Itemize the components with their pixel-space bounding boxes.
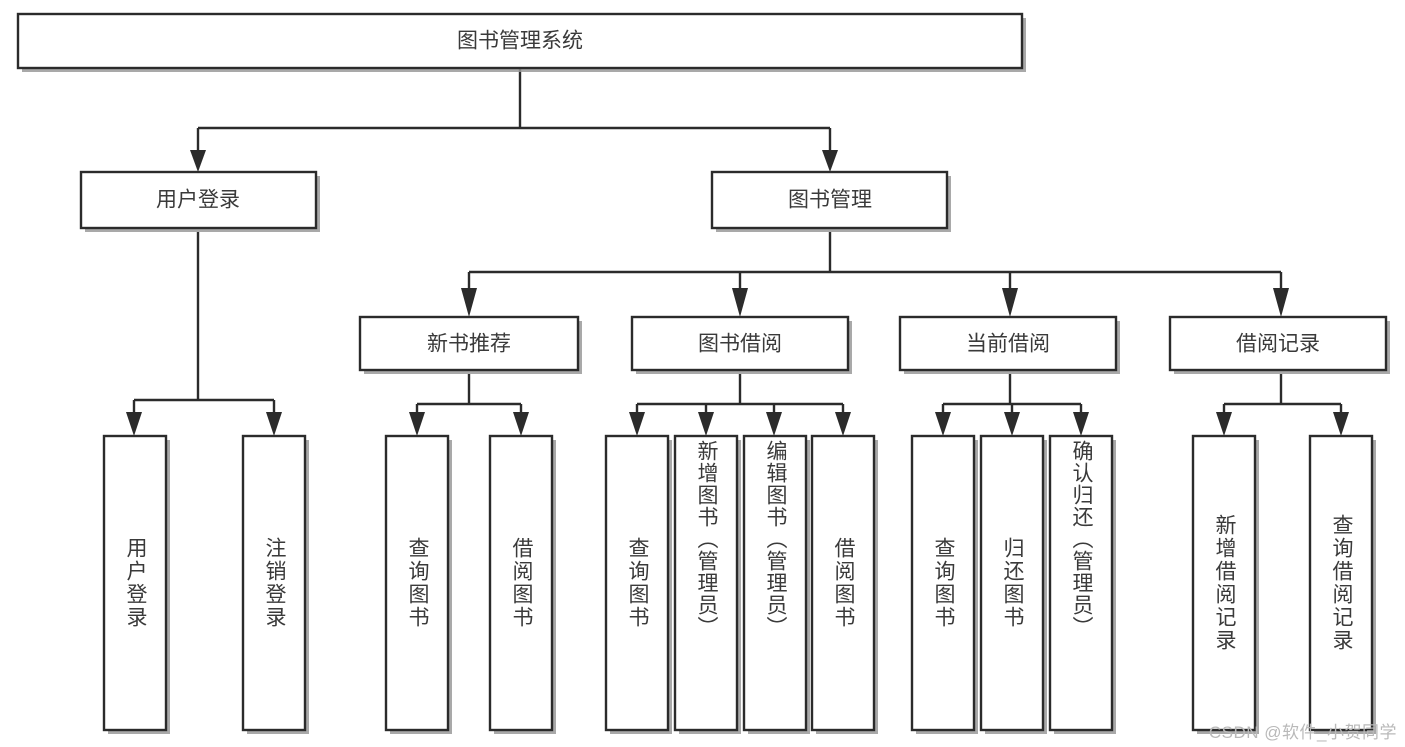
leaf-book-borrow-2[interactable]: 新增图书（管理员） [673,434,741,734]
leaf-borrow-record-1-box[interactable] [1191,434,1257,732]
node-new-book-recommend[interactable]: 新书推荐 [358,315,582,374]
arrowhead-book-borrow [732,288,748,317]
node-borrow-record-box[interactable] [1168,315,1388,372]
leaf-book-borrow-3-box[interactable] [742,434,808,732]
node-new-book-recommend-box[interactable] [358,315,580,372]
leaf-book-borrow-4-label: 借阅图书 [832,537,855,629]
arrowhead-currentborrow-leaf-1 [935,412,951,436]
arrowhead-borrowrecord-leaf-1 [1216,412,1232,436]
leaf-current-borrow-3-text-wrap: 确认归还（管理员） [1070,440,1093,638]
leaf-book-borrow-2-text-wrap: 新增图书（管理员） [695,440,718,638]
leaf-user-login-1[interactable]: 用户登录 [102,434,170,734]
node-book-borrow[interactable]: 图书借阅 [630,315,852,374]
arrowhead-newbook-leaf-2 [513,412,529,436]
leaf-current-borrow-2-box[interactable] [979,434,1045,732]
arrowhead-new-book-recommend [461,288,477,317]
leaf-current-borrow-3-box[interactable] [1048,434,1114,732]
connector-layer [126,68,1349,436]
node-root[interactable]: 图书管理系统 [16,12,1026,72]
arrowhead-book-manage [822,150,838,172]
node-current-borrow-label: 当前借阅 [966,333,1050,356]
leaf-book-borrow-3-label: 编辑图书（管理员） [764,440,787,638]
leaf-user-login-1-text-wrap: 用户登录 [124,537,147,629]
node-book-manage[interactable]: 图书管理 [710,170,951,232]
node-book-borrow-box[interactable] [630,315,850,372]
leaf-book-borrow-1-text-wrap: 查询图书 [626,537,649,629]
leaf-current-borrow-2-text-wrap: 归还图书 [1001,537,1024,629]
leaf-current-borrow-1[interactable]: 查询图书 [910,434,978,734]
arrowhead-bookborrow-leaf-1 [629,412,645,436]
leaf-borrow-record-2[interactable]: 查询借阅记录 [1308,434,1376,734]
node-user-login[interactable]: 用户登录 [79,170,320,232]
leaf-user-login-2-box[interactable] [241,434,307,732]
leaf-user-login-1-box[interactable] [102,434,168,732]
arrowhead-currentborrow-leaf-2 [1004,412,1020,436]
leaf-new-book-1-text-wrap: 查询图书 [406,537,429,629]
leaf-borrow-record-2-text-wrap: 查询借阅记录 [1330,514,1353,652]
arrowhead-newbook-leaf-1 [409,412,425,436]
leaf-borrow-record-1[interactable]: 新增借阅记录 [1191,434,1259,734]
leaf-book-borrow-4-box[interactable] [810,434,876,732]
leaf-new-book-1[interactable]: 查询图书 [384,434,452,734]
leaf-borrow-record-1-label: 新增借阅记录 [1213,514,1236,652]
leaf-new-book-2-text-wrap: 借阅图书 [510,537,533,629]
leaf-current-borrow-2-label: 归还图书 [1001,537,1024,629]
leaf-new-book-1-box[interactable] [384,434,450,732]
leaf-current-borrow-1-text-wrap: 查询图书 [932,537,955,629]
leaf-borrow-record-2-label: 查询借阅记录 [1330,514,1353,652]
node-root-label: 图书管理系统 [457,30,583,53]
leaf-book-borrow-2-label: 新增图书（管理员） [695,440,718,638]
leaf-user-login-2-text-wrap: 注销登录 [263,537,286,629]
arrowhead-current-borrow [1002,288,1018,317]
node-borrow-record[interactable]: 借阅记录 [1168,315,1390,374]
arrowhead-user-login-leaf-2 [266,412,282,436]
leaf-book-borrow-2-box[interactable] [673,434,739,732]
leaf-new-book-2[interactable]: 借阅图书 [488,434,556,734]
leaf-current-borrow-1-box[interactable] [910,434,976,732]
node-user-login-box[interactable] [79,170,318,230]
leaf-book-borrow-3-text-wrap: 编辑图书（管理员） [764,440,787,638]
leaf-book-borrow-4-text-wrap: 借阅图书 [832,537,855,629]
arrowhead-user-login [190,150,206,172]
leaf-new-book-1-label: 查询图书 [406,537,429,629]
arrowhead-user-login-leaf-1 [126,412,142,436]
csdn-watermark: CSDN @软件_小贺同学 [1208,723,1397,742]
arrowhead-bookborrow-leaf-4 [835,412,851,436]
arrowhead-borrowrecord-leaf-2 [1333,412,1349,436]
leaf-new-book-2-label: 借阅图书 [510,537,533,629]
node-current-borrow-box[interactable] [898,315,1118,372]
node-borrow-record-label: 借阅记录 [1236,333,1320,356]
node-new-book-recommend-label: 新书推荐 [427,333,511,356]
leaf-book-borrow-1[interactable]: 查询图书 [604,434,672,734]
node-book-manage-label: 图书管理 [788,189,872,212]
leaf-current-borrow-3-label: 确认归还（管理员） [1070,440,1093,638]
node-user-login-label: 用户登录 [156,189,240,212]
leaf-user-login-1-label: 用户登录 [124,537,147,629]
arrowhead-currentborrow-leaf-3 [1073,412,1089,436]
arrowhead-bookborrow-leaf-3 [766,412,782,436]
leaf-user-login-2[interactable]: 注销登录 [241,434,309,734]
leaf-borrow-record-1-text-wrap: 新增借阅记录 [1213,514,1236,652]
leaf-book-borrow-3[interactable]: 编辑图书（管理员） [742,434,810,734]
node-book-borrow-label: 图书借阅 [698,333,782,356]
leaf-borrow-record-2-box[interactable] [1308,434,1374,732]
node-current-borrow[interactable]: 当前借阅 [898,315,1120,374]
leaf-current-borrow-3[interactable]: 确认归还（管理员） [1048,434,1116,734]
node-book-manage-box[interactable] [710,170,949,230]
leaf-new-book-2-box[interactable] [488,434,554,732]
leaf-book-borrow-1-label: 查询图书 [626,537,649,629]
leaf-current-borrow-2[interactable]: 归还图书 [979,434,1047,734]
leaf-book-borrow-4[interactable]: 借阅图书 [810,434,878,734]
arrowhead-borrow-record [1273,288,1289,317]
arrowhead-bookborrow-leaf-2 [698,412,714,436]
leaf-book-borrow-1-box[interactable] [604,434,670,732]
node-root-box[interactable] [16,12,1024,70]
leaf-current-borrow-1-label: 查询图书 [932,537,955,629]
leaf-user-login-2-label: 注销登录 [263,537,286,629]
